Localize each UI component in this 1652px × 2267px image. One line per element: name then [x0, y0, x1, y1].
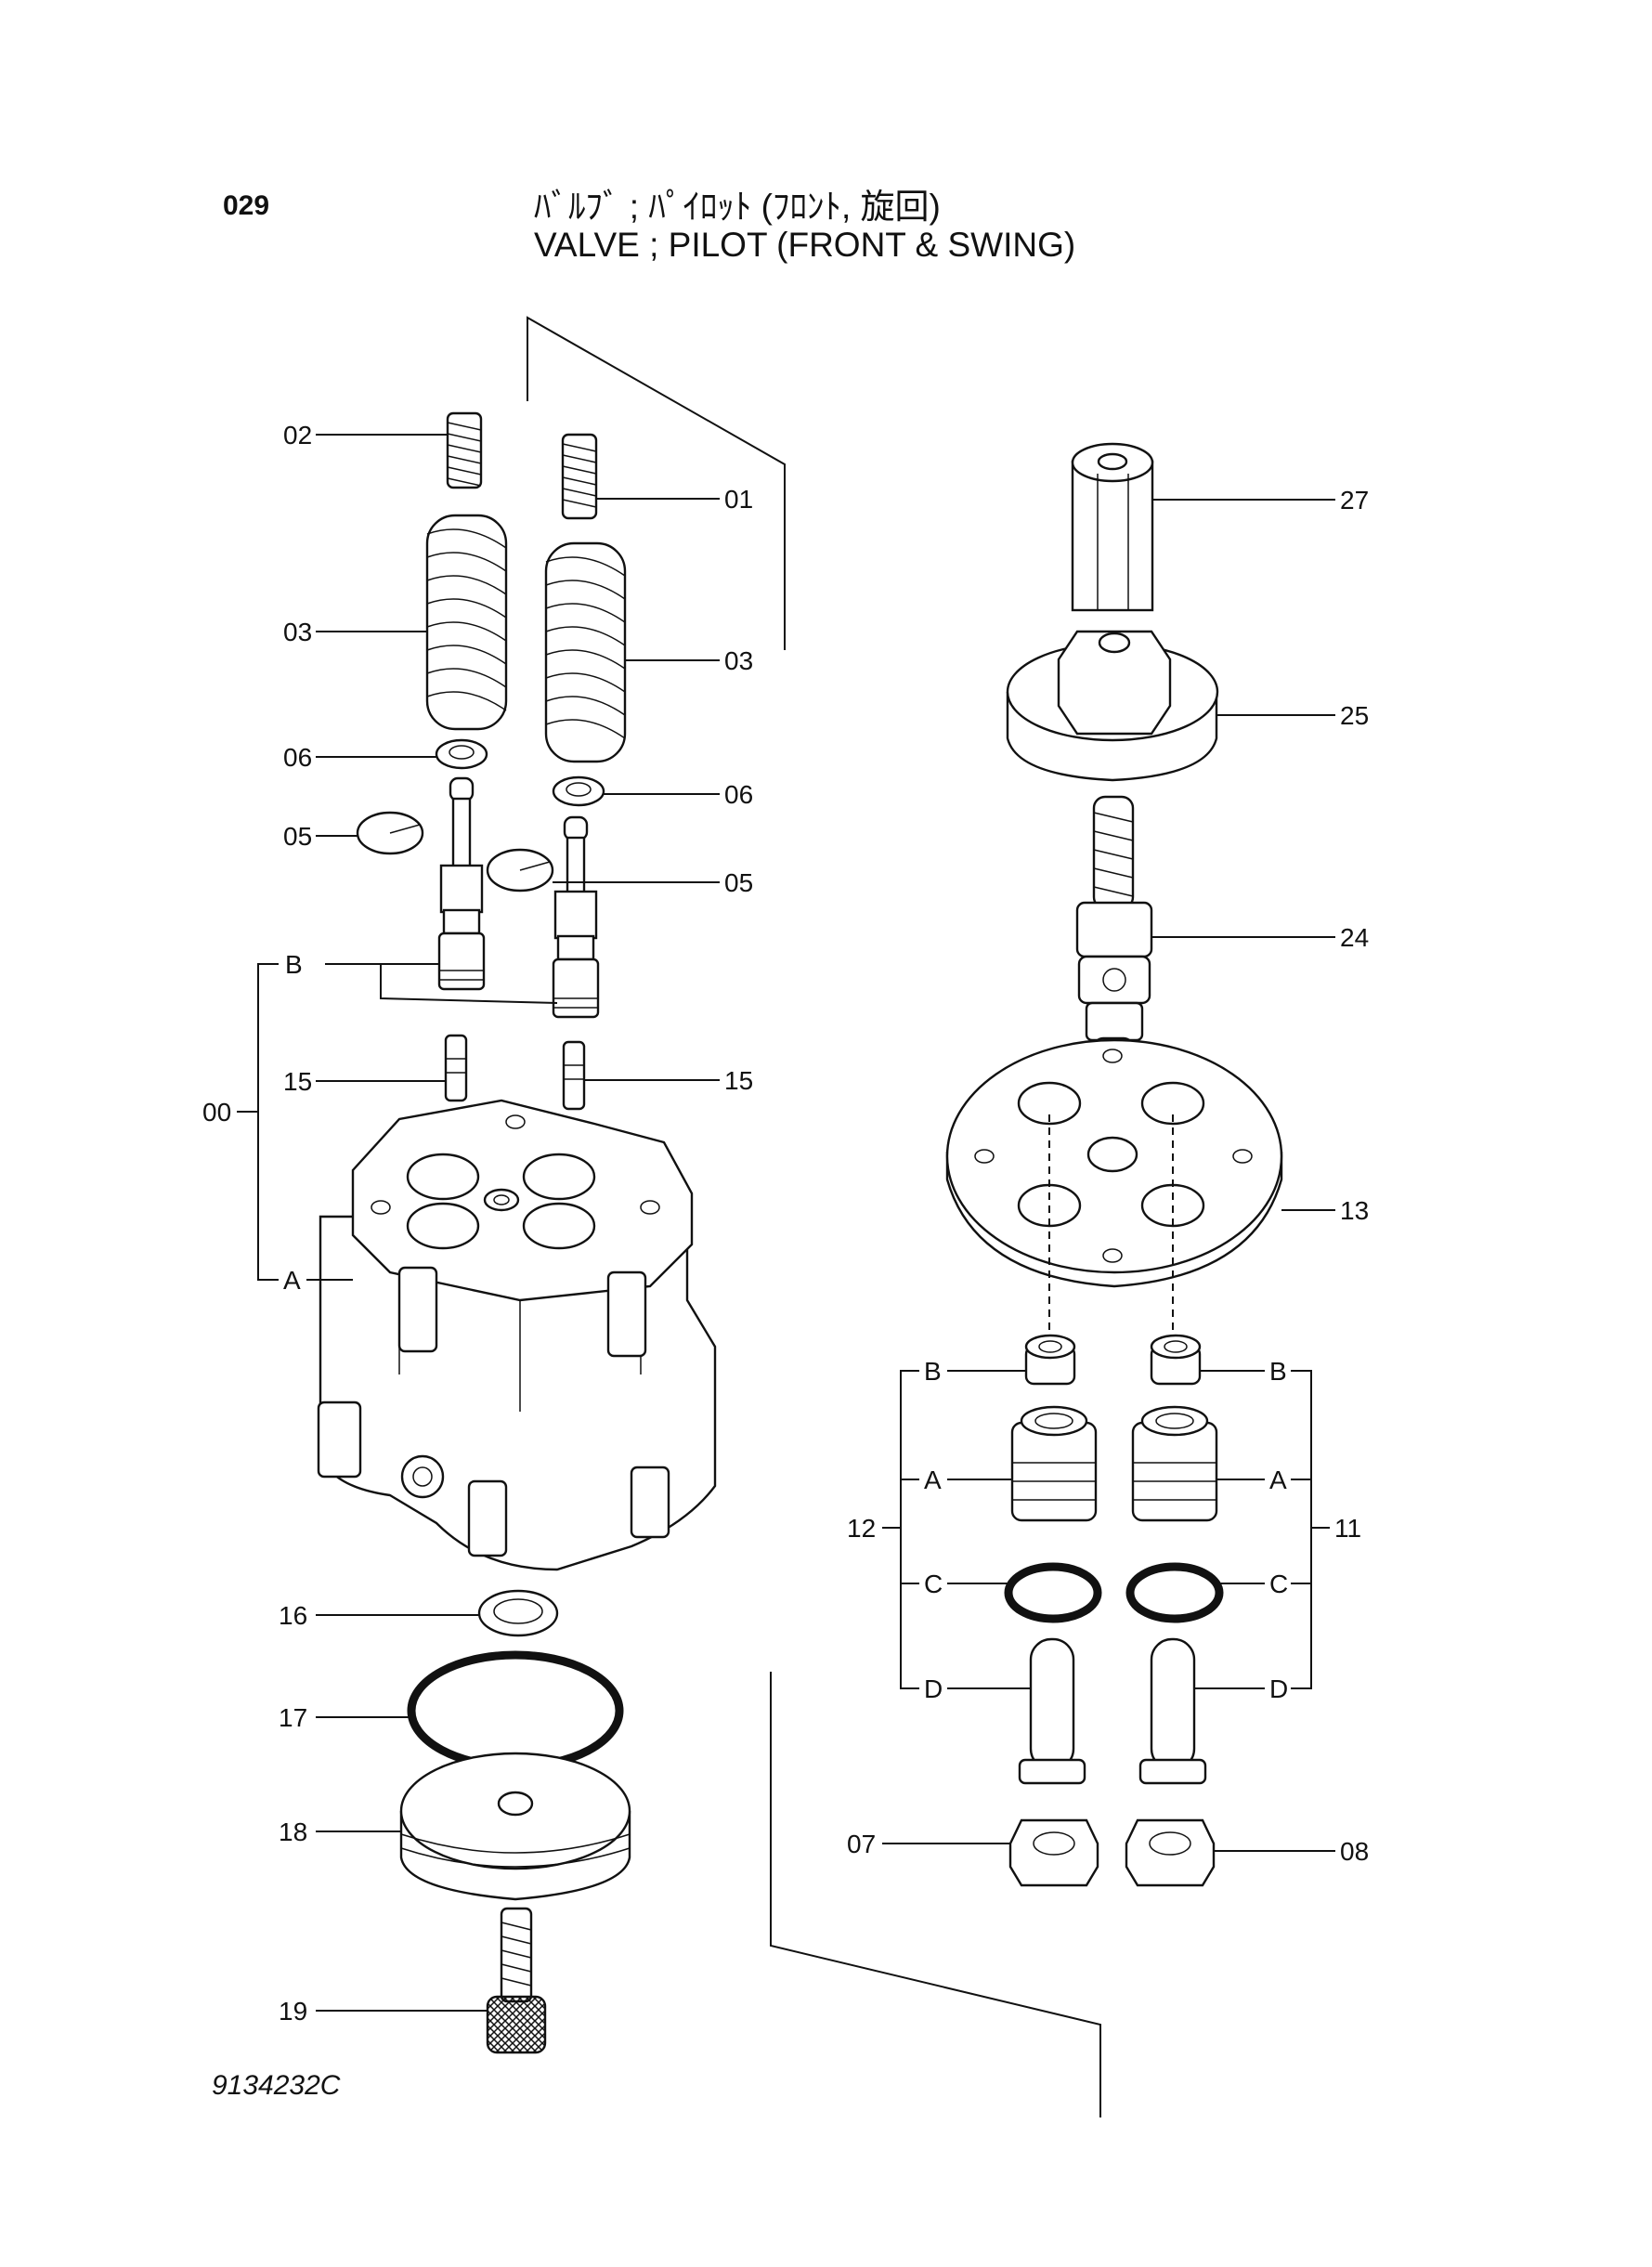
small-spring-02: [446, 411, 483, 489]
washer-06-left: [435, 738, 488, 770]
callout-A-left: A: [283, 1266, 301, 1295]
callout-D-12: D: [924, 1674, 943, 1703]
hex-nut-27: [1071, 442, 1154, 612]
callout-A-11: A: [1269, 1466, 1287, 1494]
nut-07: [1008, 1818, 1099, 1887]
valve-body-casing: [317, 1099, 717, 1571]
plate-18: [399, 1752, 631, 1901]
callout-03-right: 03: [724, 646, 753, 675]
callout-19: 19: [279, 1997, 307, 2026]
pin-D-12: [1018, 1637, 1086, 1785]
group-bracket-bottom: [770, 1672, 1101, 2117]
cap-B-11: [1150, 1334, 1202, 1386]
pusher-spool-left: [437, 776, 486, 991]
callout-15-left: 15: [283, 1067, 312, 1096]
sleeve-A-12: [1010, 1405, 1098, 1522]
callout-13: 13: [1340, 1196, 1369, 1225]
callout-C-11: C: [1269, 1570, 1288, 1598]
callout-07: 07: [847, 1830, 876, 1858]
callout-18: 18: [279, 1818, 307, 1846]
seal-16: [477, 1589, 559, 1637]
washer-06-right: [552, 775, 605, 807]
pin-D-11: [1138, 1637, 1207, 1785]
callout-B-12: B: [924, 1357, 942, 1386]
callout-B-11: B: [1269, 1357, 1287, 1386]
callout-00: 00: [202, 1098, 231, 1127]
o-ring-C-12: [1004, 1562, 1102, 1623]
callout-17: 17: [279, 1703, 307, 1732]
callout-08: 08: [1340, 1837, 1369, 1866]
main-spring-03-right: [544, 541, 627, 763]
callout-01: 01: [724, 485, 753, 514]
callout-15-right: 15: [724, 1066, 753, 1095]
callout-16: 16: [279, 1601, 307, 1630]
pin-15-right: [562, 1040, 586, 1111]
callout-B-left: B: [285, 950, 303, 979]
plate-13: [945, 1038, 1283, 1356]
callout-05-left: 05: [283, 822, 312, 851]
o-ring-C-11: [1125, 1562, 1224, 1623]
callout-D-11: D: [1269, 1674, 1288, 1703]
callout-03-left: 03: [283, 618, 312, 646]
title-japanese: ﾊﾞﾙﾌﾞ ; ﾊﾟｲﾛｯﾄ (ﾌﾛﾝﾄ, 旋回): [534, 188, 941, 226]
drawing-number: 9134232C: [212, 2070, 341, 2101]
group-bracket-top: [527, 316, 786, 650]
callout-12: 12: [847, 1514, 876, 1543]
callout-06-left: 06: [283, 743, 312, 772]
retainer-05-right: [486, 848, 554, 892]
disc-plate-25: [1006, 630, 1219, 782]
callout-25: 25: [1340, 701, 1369, 730]
pin-15-left: [444, 1034, 468, 1102]
nut-08: [1125, 1818, 1216, 1887]
pusher-spool-right: [552, 815, 600, 1019]
small-spring-01: [561, 433, 598, 520]
callout-27: 27: [1340, 486, 1369, 515]
sleeve-A-11: [1131, 1405, 1218, 1522]
callout-05-right: 05: [724, 868, 753, 897]
o-ring-17: [407, 1650, 624, 1771]
callout-02: 02: [283, 421, 312, 449]
leader-lines: [237, 434, 1335, 2012]
page-number: 029: [223, 190, 270, 221]
callout-11: 11: [1334, 1514, 1361, 1543]
retainer-05-left: [356, 811, 424, 855]
callout-A-12: A: [924, 1466, 942, 1494]
title-english: VALVE ; PILOT (FRONT & SWING): [534, 226, 1076, 264]
main-spring-03-left: [425, 514, 508, 731]
cap-B-12: [1024, 1334, 1076, 1386]
callout-24: 24: [1340, 923, 1369, 952]
callout-06-right: 06: [724, 780, 753, 809]
screw-19: [486, 1907, 547, 2054]
callout-C-12: C: [924, 1570, 943, 1598]
